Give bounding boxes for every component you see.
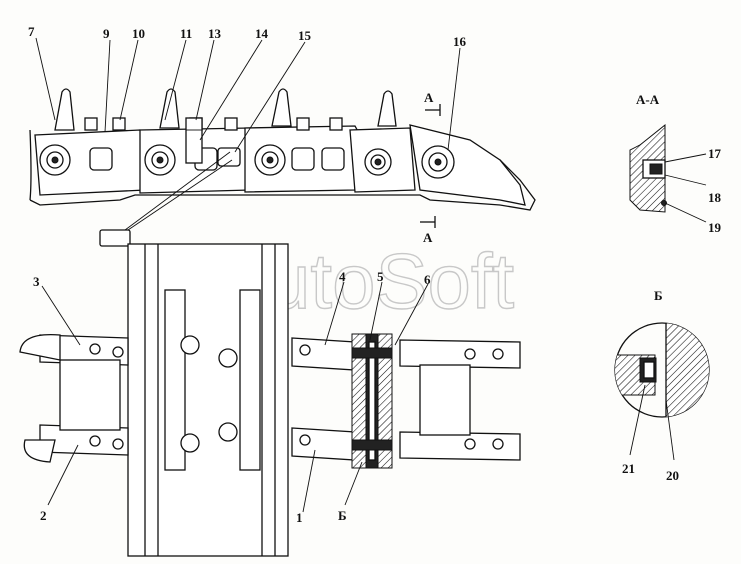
bottom-leaders — [41, 281, 429, 513]
callout-17: 17 — [708, 146, 722, 161]
callout-6: 6 — [424, 272, 431, 287]
callout-1: 1 — [296, 510, 303, 525]
tag-plate — [99, 229, 131, 247]
callout-2: 2 — [40, 508, 47, 523]
svg-text:А: А — [423, 230, 433, 245]
bolt — [329, 117, 343, 131]
section-title-b: Б — [654, 288, 663, 303]
callout-14: 14 — [255, 26, 269, 41]
callout-4: 4 — [339, 269, 346, 284]
link-hub — [39, 144, 71, 176]
link-hub — [254, 144, 286, 176]
callout-b: Б — [338, 508, 347, 523]
track-chain-side-view — [29, 88, 536, 211]
section-mark-a-bottom: А — [420, 216, 436, 245]
callout-3: 3 — [33, 274, 40, 289]
callout-16: 16 — [453, 34, 467, 49]
link-hub — [144, 144, 176, 176]
section-aa-detail — [629, 123, 707, 223]
callout-18: 18 — [708, 190, 722, 205]
bolt — [112, 117, 126, 131]
callout-5: 5 — [377, 269, 384, 284]
top-leaders — [35, 37, 461, 153]
track-plan-view — [19, 243, 521, 557]
callout-15: 15 — [298, 28, 312, 43]
callout-9: 9 — [103, 26, 110, 41]
section-title-aa: А-А — [636, 92, 660, 107]
callout-7: 7 — [28, 24, 35, 39]
bolt — [224, 117, 238, 131]
link-hub — [421, 145, 455, 179]
callout-21: 21 — [622, 461, 635, 476]
bolt — [84, 117, 98, 131]
svg-text:А: А — [424, 90, 434, 105]
section-b-detail — [614, 322, 710, 461]
callout-11: 11 — [180, 26, 192, 41]
section-mark-a-top: А — [424, 90, 441, 116]
callout-13: 13 — [208, 26, 222, 41]
bolt — [296, 117, 310, 131]
link-hub — [364, 148, 392, 176]
callout-20: 20 — [666, 468, 679, 483]
callout-10: 10 — [132, 26, 145, 41]
callout-19: 19 — [708, 220, 722, 235]
